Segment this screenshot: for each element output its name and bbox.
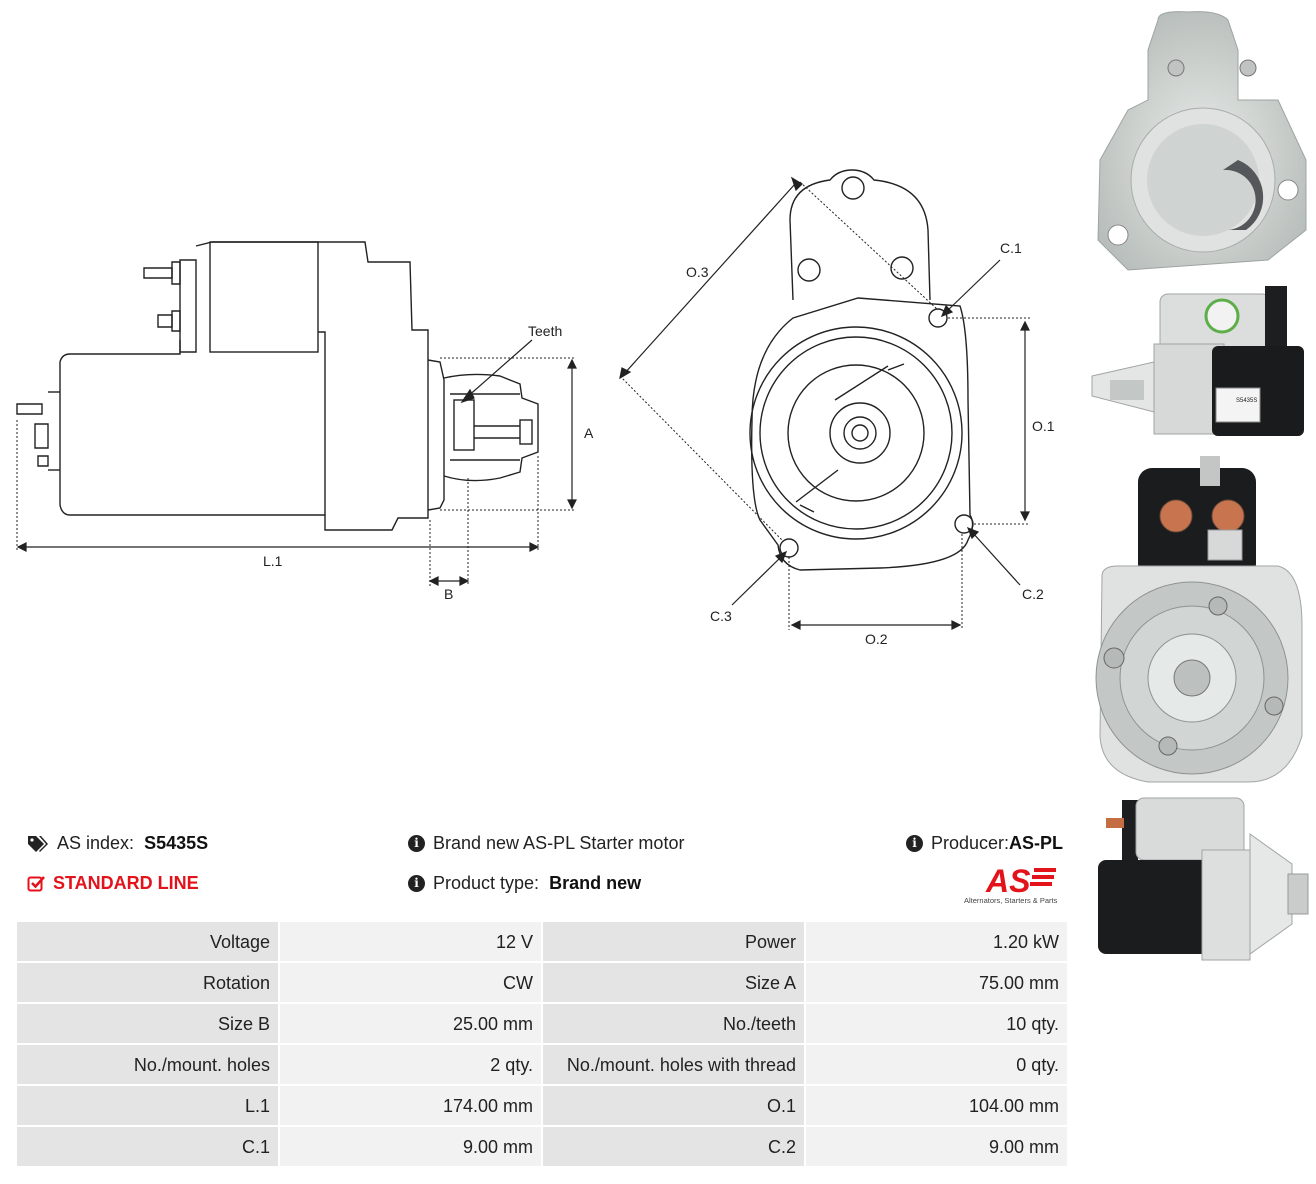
label-a: A [584,425,594,441]
spec-value: CW [278,961,543,1004]
tags-icon [28,835,48,852]
spec-key: Size B [15,1002,280,1045]
spec-key: C.1 [15,1125,280,1168]
spec-value: 12 V [278,920,543,963]
as-logo-mark: AS [985,863,1056,896]
label-c1: C.1 [1000,240,1022,256]
spec-key: No./mount. holes with thread [541,1043,806,1086]
label-o3: O.3 [686,264,709,280]
label-b: B [444,586,453,602]
spec-key: Power [541,920,806,963]
spec-key: Size A [541,961,806,1004]
label-l1: L.1 [263,553,283,569]
label-teeth: Teeth [528,323,562,339]
spec-value: 9.00 mm [804,1125,1069,1168]
logo-tagline: Alternators, Starters & Parts [964,896,1058,905]
info-icon: i [906,835,923,852]
brand-row: i Brand new AS-PL Starter motor [408,833,684,854]
check-square-icon [27,875,45,891]
brand-text: Brand new AS-PL Starter motor [433,833,685,853]
spec-key: No./mount. holes [15,1043,280,1086]
spec-key: L.1 [15,1084,280,1127]
spec-key: Rotation [15,961,280,1004]
product-type-label: Product type: [433,873,540,893]
producer-row: i Producer: AS-PL [906,833,1063,854]
product-photo-rear-view[interactable] [1088,456,1310,786]
label-o1: O.1 [1032,418,1055,434]
as-index-row: AS index: S5435S [27,833,208,854]
label-o2: O.2 [865,631,888,647]
side-view-drawing: Teeth A L.1 B [16,241,594,602]
spec-key: No./teeth [541,1002,806,1045]
product-type-row: i Product type: Brand new [408,873,641,894]
label-c2: C.2 [1022,586,1044,602]
product-type-value: Brand new [549,873,642,893]
as-pl-logo: AS Alternators, Starters & Parts [964,862,1068,908]
spec-value: 75.00 mm [804,961,1069,1004]
info-icon: i [408,875,425,892]
producer-label: Producer: [931,833,1010,853]
spec-value: 174.00 mm [278,1084,543,1127]
front-view-drawing: O.3 C.1 O.1 C.2 C.3 O.2 [619,169,1055,647]
photo-label-text: S5435S [1236,398,1257,404]
standard-line-label: STANDARD LINE [53,873,199,893]
spec-key: C.2 [541,1125,806,1168]
spec-value: 2 qty. [278,1043,543,1086]
spec-value: 1.20 kW [804,920,1069,963]
product-photo-front-flange[interactable] [1088,10,1310,272]
spec-value: 0 qty. [804,1043,1069,1086]
spec-value: 10 qty. [804,1002,1069,1045]
logo-text: AS [985,863,1031,896]
spec-key: O.1 [541,1084,806,1127]
spec-value: 104.00 mm [804,1084,1069,1127]
spec-value: 25.00 mm [278,1002,543,1045]
as-index-label: AS index: [57,833,135,853]
as-index-value: S5435S [144,833,209,853]
producer-value: AS-PL [1009,833,1064,853]
label-c3: C.3 [710,608,732,624]
spec-value: 9.00 mm [278,1125,543,1168]
standard-line-row: STANDARD LINE [27,873,199,894]
info-icon: i [408,835,425,852]
product-photo-top-view[interactable] [1092,794,1310,968]
spec-key: Voltage [15,920,280,963]
product-photo-side-view[interactable]: S5435S [1090,284,1308,438]
